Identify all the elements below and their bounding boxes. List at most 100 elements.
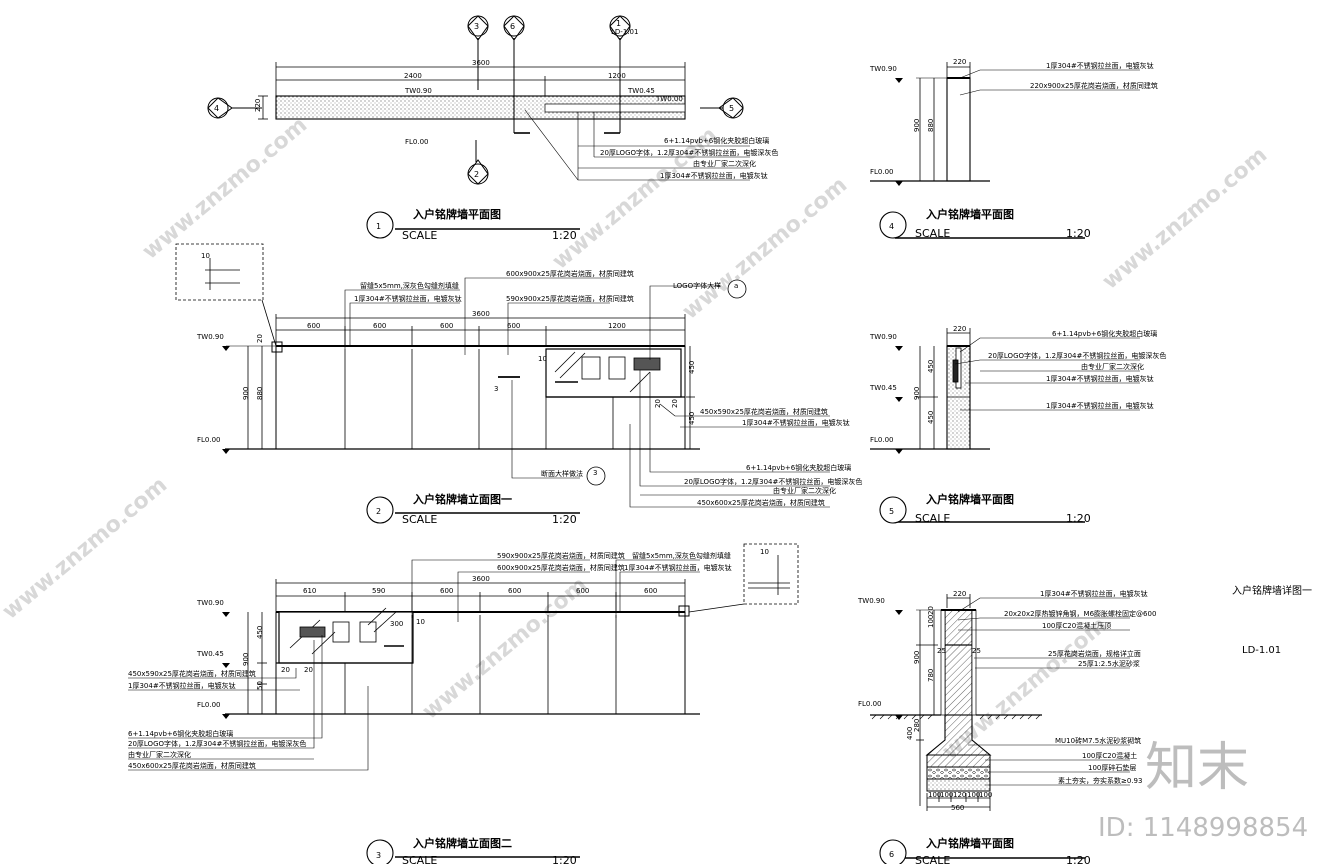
dim-10: 10 bbox=[538, 355, 547, 363]
note: MU10砖M7.5水泥砂浆砌筑 bbox=[1055, 736, 1141, 745]
view-scale: 1:20 bbox=[1066, 512, 1091, 525]
dim-bottom: 100 bbox=[967, 791, 980, 799]
dim-total: 3600 bbox=[472, 59, 490, 67]
note: 20厚LOGO字体，1.2厚304#不锈钢拉丝面，电镀深灰色 bbox=[600, 148, 778, 157]
view-1-callouts bbox=[207, 15, 744, 185]
view-scale-label: SCALE bbox=[402, 229, 437, 242]
watermark-brand: 知末 bbox=[1145, 738, 1249, 798]
level-fl: FL0.00 bbox=[870, 436, 894, 444]
section-note-mark: 3 bbox=[593, 469, 597, 477]
dim-bottom: 120 bbox=[953, 791, 966, 799]
level-tw: TW0.90 bbox=[857, 597, 885, 605]
note: 1厚304#不锈钢拉丝面，电镀灰钛 bbox=[1046, 61, 1154, 70]
view-scale-label: SCALE bbox=[402, 513, 437, 526]
dim-100: 100 bbox=[927, 615, 935, 628]
note: 6+1.14pvb+6钢化夹胶超白玻璃 bbox=[1052, 329, 1157, 338]
dim: 600 bbox=[440, 587, 453, 595]
dim-25: 25 bbox=[972, 647, 981, 655]
dim-880: 880 bbox=[256, 387, 264, 400]
note: 20厚LOGO字体，1.2厚304#不锈钢拉丝面，电镀深灰色 bbox=[684, 477, 862, 486]
sheet-title: 入户铭牌墙详图一 bbox=[1232, 584, 1312, 597]
view-2-elevation bbox=[175, 243, 830, 524]
view-num: 3 bbox=[376, 851, 381, 860]
note: 590x900x25厚花岗岩烧面，材质同建筑 bbox=[506, 294, 634, 303]
dim-20: 20 bbox=[671, 399, 679, 408]
dim-450: 450 bbox=[688, 412, 696, 425]
level-fl: FL0.00 bbox=[197, 436, 221, 444]
note: 由专业厂家二次深化 bbox=[1081, 362, 1144, 371]
level-fl: FL0.00 bbox=[858, 700, 882, 708]
callout-5: 5 bbox=[729, 104, 734, 113]
view-5-level-markers bbox=[895, 346, 903, 454]
note: 450x600x25厚花岗岩烧面，材质同建筑 bbox=[128, 761, 256, 770]
note: 1厚304#不锈钢拉丝面，电镀灰钛 bbox=[624, 563, 732, 572]
level-tw090: TW0.90 bbox=[404, 87, 432, 95]
note: 600x900x25厚花岗岩烧面，材质同建筑 bbox=[506, 269, 634, 278]
dim-880: 880 bbox=[927, 119, 935, 132]
dim: 1200 bbox=[608, 322, 626, 330]
dim-20: 20 bbox=[281, 666, 290, 674]
logo-mark: a bbox=[734, 282, 738, 290]
view-title: 入户铭牌墙平面图 bbox=[926, 207, 1014, 221]
view-scale-label: SCALE bbox=[402, 854, 437, 864]
level-fl: FL0.00 bbox=[405, 138, 429, 146]
watermark-text: www.znzmo.com bbox=[678, 173, 852, 325]
watermark-text: www.znzmo.com bbox=[418, 573, 592, 725]
view-6-section bbox=[870, 594, 1130, 864]
view-scale-label: SCALE bbox=[915, 512, 950, 525]
callout-4: 4 bbox=[214, 104, 219, 113]
section-mark: 3 bbox=[494, 385, 498, 393]
note: 由专业厂家二次深化 bbox=[128, 750, 191, 759]
dim-10: 10 bbox=[760, 548, 769, 556]
dim-450: 450 bbox=[688, 361, 696, 374]
note: 590x900x25厚花岗岩烧面，材质同建筑 bbox=[497, 551, 625, 560]
view-num: 1 bbox=[376, 222, 381, 231]
note: 20厚LOGO字体，1.2厚304#不锈钢拉丝面，电镀深灰色 bbox=[128, 739, 306, 748]
dim-450: 450 bbox=[256, 626, 264, 639]
dim-10: 10 bbox=[416, 618, 425, 626]
watermark-text: www.znzmo.com bbox=[0, 473, 172, 625]
note: 25厚1:2.5水泥砂浆 bbox=[1078, 659, 1140, 668]
dim: 600 bbox=[576, 587, 589, 595]
note: 25厚花岗岩烧面，规格详立面 bbox=[1048, 649, 1141, 658]
dim-25: 25 bbox=[937, 647, 946, 655]
dim-left: 2400 bbox=[404, 72, 422, 80]
level-fl: FL0.00 bbox=[870, 168, 894, 176]
level-tw045: TW0.45 bbox=[869, 384, 897, 392]
dim-right: 1200 bbox=[608, 72, 626, 80]
level-tw090: TW0.90 bbox=[869, 333, 897, 341]
callout-1: 1 bbox=[616, 19, 621, 28]
view-title: 入户铭牌墙立面图一 bbox=[413, 492, 512, 506]
dim-20: 20 bbox=[654, 399, 662, 408]
dim: 600 bbox=[644, 587, 657, 595]
dim: 600 bbox=[508, 587, 521, 595]
dim: 600 bbox=[507, 322, 520, 330]
dim-900: 900 bbox=[242, 653, 250, 666]
view-3-texts: TW0.90 TW0.45 FL0.00 610 590 600 600 600… bbox=[128, 548, 769, 864]
note: 6+1.14pvb+6钢化夹胶超白玻璃 bbox=[746, 463, 851, 472]
note: 留缝5x5mm,深灰色勾缝剂填缝 bbox=[632, 551, 731, 560]
sheet-code: LD-1.01 bbox=[1242, 645, 1281, 656]
section-note: 断面大样做法 bbox=[541, 469, 583, 478]
note: 1厚304#不锈钢拉丝面，电镀灰钛 bbox=[128, 681, 236, 690]
dim-280: 280 bbox=[913, 719, 921, 732]
note: 450x590x25厚花岗岩烧面，材质同建筑 bbox=[128, 669, 256, 678]
logo-label: LOGO字体大样 bbox=[673, 281, 721, 290]
note: 6+1.14pvb+6钢化夹胶超白玻璃 bbox=[664, 136, 769, 145]
note: 留缝5x5mm,深灰色勾缝剂填缝 bbox=[360, 281, 459, 290]
watermark-text: www.znzmo.com bbox=[1098, 143, 1272, 295]
dim-560: 560 bbox=[951, 804, 964, 812]
dim-300: 300 bbox=[390, 620, 403, 628]
view-scale: 1:20 bbox=[1066, 227, 1091, 240]
dim-total: 3600 bbox=[472, 310, 490, 318]
level-tw: TW0.90 bbox=[196, 333, 224, 341]
view-num: 4 bbox=[889, 222, 894, 231]
view-scale: 1:20 bbox=[1066, 854, 1091, 864]
view-scale: 1:20 bbox=[552, 854, 577, 864]
view-3-elevation bbox=[128, 543, 799, 864]
note: 100厚C20混凝土压顶 bbox=[1042, 621, 1111, 630]
view-scale-label: SCALE bbox=[915, 227, 950, 240]
view-title: 入户铭牌墙平面图 bbox=[926, 836, 1014, 850]
level-fl: FL0.00 bbox=[197, 701, 221, 709]
